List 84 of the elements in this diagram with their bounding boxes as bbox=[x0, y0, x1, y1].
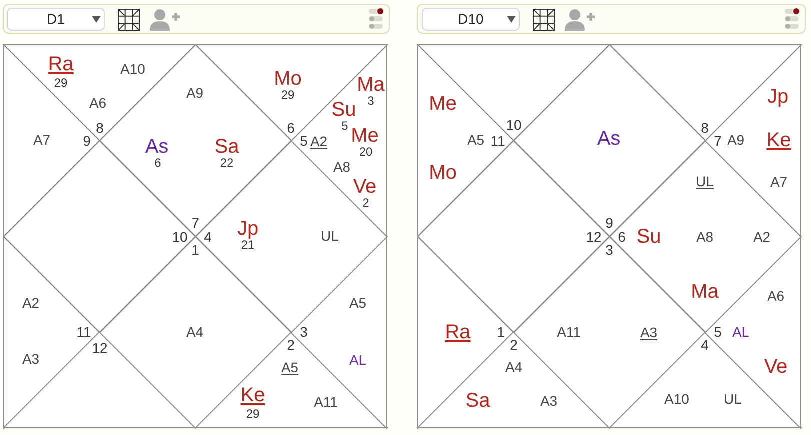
dropdown-select: D10 bbox=[422, 8, 520, 31]
sign-number: 7 bbox=[714, 134, 722, 148]
planet-abbreviation: Su bbox=[636, 227, 662, 247]
sign-number: 8 bbox=[701, 121, 709, 135]
degree-number: 21 bbox=[241, 239, 255, 251]
planet-abbreviation: Mo bbox=[429, 163, 457, 183]
planet-abbreviation: Jp bbox=[237, 219, 259, 239]
arudha-label: A11 bbox=[314, 395, 338, 409]
arudha-label: A2 bbox=[753, 230, 771, 244]
planet-abbreviation: Ma bbox=[691, 282, 719, 302]
sign-number: 3 bbox=[606, 243, 614, 257]
planet-abbreviation: Su bbox=[332, 100, 356, 120]
arudha-label: A9 bbox=[186, 86, 204, 100]
sign-number: 12 bbox=[92, 341, 108, 355]
sign-number: 9 bbox=[83, 134, 91, 148]
arudha-label: A2 bbox=[310, 134, 328, 151]
arudha-label: A8 bbox=[696, 230, 714, 244]
sign-number: 4 bbox=[701, 338, 709, 352]
planet-abbreviation: Mo bbox=[274, 69, 302, 89]
planet-abbreviation: Ma bbox=[357, 75, 385, 95]
sign-number: 11 bbox=[490, 134, 506, 148]
arudha-label: A10 bbox=[120, 62, 146, 76]
arudha-label: A6 bbox=[767, 289, 785, 303]
arudha-label: AL bbox=[732, 325, 750, 339]
ascendant-label: As bbox=[145, 137, 169, 157]
planet-abbreviation: Sa bbox=[466, 391, 490, 411]
arudha-label: A9 bbox=[727, 133, 745, 147]
arudha-label: A4 bbox=[186, 325, 204, 339]
arudha-label: UL bbox=[724, 392, 742, 406]
sign-number: 5 bbox=[300, 134, 308, 148]
sign-number: 6 bbox=[287, 121, 295, 135]
sign-number: 4 bbox=[204, 230, 212, 244]
arudha-label: A10 bbox=[664, 392, 690, 406]
sign-number: 1 bbox=[497, 325, 505, 339]
arudha-label: A5 bbox=[281, 360, 299, 377]
arudha-label: AL bbox=[349, 353, 367, 367]
arudha-label: A6 bbox=[89, 96, 107, 110]
sign-number: 2 bbox=[287, 338, 295, 352]
degree-number: 6 bbox=[154, 157, 162, 169]
planet-abbreviation: Ra bbox=[445, 322, 471, 345]
arudha-label: A7 bbox=[770, 175, 788, 189]
arudha-label: A3 bbox=[640, 325, 658, 342]
sign-number: 3 bbox=[300, 325, 308, 339]
planet-abbreviation: Me bbox=[429, 94, 457, 114]
dropdown-select: D1 bbox=[7, 8, 105, 31]
arudha-label: A11 bbox=[557, 325, 581, 339]
sign-number: 6 bbox=[618, 230, 626, 244]
sign-number: 7 bbox=[192, 216, 200, 230]
sign-number: 1 bbox=[192, 243, 200, 257]
arudha-label: A3 bbox=[540, 394, 558, 408]
sign-number: 9 bbox=[606, 216, 614, 230]
planet-abbreviation: Sa bbox=[214, 137, 240, 157]
arudha-label: A4 bbox=[505, 360, 523, 374]
planet-abbreviation: Ve bbox=[353, 177, 377, 197]
planet-abbreviation: Ke bbox=[240, 385, 266, 408]
planet-abbreviation: Me bbox=[351, 126, 379, 146]
degree-number: 22 bbox=[220, 157, 234, 169]
arudha-label: A7 bbox=[33, 133, 51, 147]
sign-number: 10 bbox=[172, 230, 188, 244]
planet-abbreviation: Jp bbox=[767, 87, 789, 107]
arudha-label: A5 bbox=[467, 133, 485, 147]
sign-number: 8 bbox=[96, 121, 104, 135]
degree-number: 29 bbox=[54, 77, 68, 89]
arudha-label: UL bbox=[321, 229, 339, 243]
degree-number: 2 bbox=[362, 197, 370, 209]
planet-abbreviation: Ve bbox=[764, 357, 788, 377]
sign-number: 5 bbox=[714, 325, 722, 339]
arudha-label: A2 bbox=[22, 296, 40, 310]
sign-number: 10 bbox=[506, 118, 522, 132]
degree-number: 3 bbox=[368, 95, 374, 107]
degree-number: 20 bbox=[359, 146, 373, 158]
degree-number: 29 bbox=[246, 408, 260, 420]
sign-number: 11 bbox=[76, 325, 92, 339]
arudha-label: UL bbox=[696, 174, 714, 191]
degree-number: 29 bbox=[281, 89, 295, 101]
sign-number: 2 bbox=[510, 338, 518, 352]
ascendant-label: As bbox=[597, 129, 621, 149]
planet-abbreviation: Ke bbox=[766, 130, 792, 153]
arudha-label: A3 bbox=[22, 352, 40, 366]
planet-abbreviation: Ra bbox=[48, 54, 74, 77]
arudha-label: A5 bbox=[349, 296, 367, 310]
degree-number: 5 bbox=[342, 120, 348, 132]
arudha-label: A8 bbox=[333, 160, 351, 174]
sign-number: 12 bbox=[586, 230, 602, 244]
